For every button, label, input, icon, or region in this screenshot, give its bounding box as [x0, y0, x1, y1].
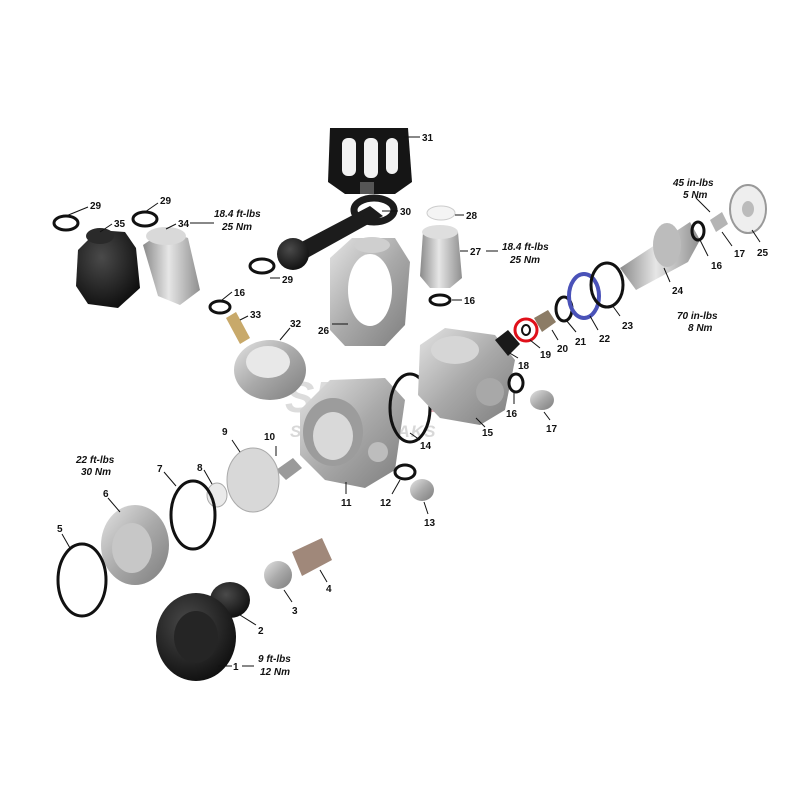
- label-21: 21: [575, 337, 587, 348]
- part-33-screw: [226, 312, 250, 344]
- label-6: 6: [103, 489, 109, 500]
- part-16-oring-d: [507, 372, 525, 394]
- label-20: 20: [557, 344, 569, 355]
- part-5-oring: [56, 542, 108, 618]
- label-34: 34: [178, 219, 190, 230]
- label-29-b: 29: [160, 196, 172, 207]
- torque-25-inlbs: 45 in-lbs: [672, 178, 714, 189]
- label-22: 22: [599, 334, 611, 345]
- label-17-a: 17: [734, 249, 746, 260]
- label-33: 33: [250, 310, 262, 321]
- label-1: 1: [233, 662, 239, 673]
- label-24: 24: [672, 286, 684, 297]
- part-4-spring: [292, 538, 332, 576]
- torque-27-nm: 25 Nm: [509, 255, 540, 266]
- torque-34-nm: 25 Nm: [221, 222, 252, 233]
- label-17-b: 17: [546, 424, 558, 435]
- torque-specs: 18.4 ft-lbs 25 Nm 18.4 ft-lbs 25 Nm 45 i…: [75, 178, 718, 678]
- label-12: 12: [380, 498, 392, 509]
- part-17-plug-b: [530, 390, 554, 410]
- label-29-c: 29: [282, 275, 294, 286]
- label-2: 2: [258, 626, 264, 637]
- torque-27-ftlbs: 18.4 ft-lbs: [502, 242, 549, 253]
- label-16-c: 16: [711, 261, 723, 272]
- part-3-piston: [264, 561, 292, 589]
- torque-34-ftlbs: 18.4 ft-lbs: [214, 209, 261, 220]
- part-24-valve: [620, 222, 700, 290]
- torque-25-nm: 5 Nm: [683, 190, 708, 201]
- label-4: 4: [326, 584, 332, 595]
- label-18: 18: [518, 361, 530, 372]
- part-16-oring-a: [208, 299, 232, 315]
- part-30-strap: [277, 194, 398, 270]
- torque-6-nm: 30 Nm: [81, 467, 111, 478]
- torque-1-nm: 12 Nm: [260, 667, 290, 678]
- label-29-a: 29: [90, 201, 102, 212]
- label-5: 5: [57, 524, 63, 535]
- torque-24-nm: 8 Nm: [688, 323, 713, 334]
- part-6-ring: [101, 505, 169, 585]
- label-32: 32: [290, 319, 302, 330]
- part-13-plug: [410, 479, 434, 501]
- part-29-oring-c: [248, 257, 276, 275]
- part-16-oring-b: [428, 293, 452, 307]
- label-26: 26: [318, 326, 330, 337]
- part-32-nut: [234, 340, 306, 400]
- label-25: 25: [757, 248, 769, 259]
- label-30: 30: [400, 207, 412, 218]
- label-23: 23: [622, 321, 634, 332]
- label-16-d: 16: [506, 409, 518, 420]
- part-7-oring: [169, 479, 217, 551]
- label-7: 7: [157, 464, 163, 475]
- part-12-oring: [393, 463, 417, 481]
- label-11: 11: [341, 498, 352, 509]
- label-16-b: 16: [464, 296, 476, 307]
- part-31-cage: [328, 128, 412, 194]
- part-10-pin: [276, 458, 302, 480]
- part-18-bolt: [495, 330, 520, 356]
- label-14: 14: [420, 441, 432, 452]
- label-13: 13: [424, 518, 436, 529]
- part-15-turret: [418, 328, 515, 425]
- part-19-oring: [521, 324, 531, 336]
- part-11-body: [300, 378, 405, 488]
- label-3: 3: [292, 606, 298, 617]
- part-28-disc: [426, 205, 456, 221]
- part-17-plug-a: [710, 212, 728, 232]
- part-23-oring: [589, 261, 625, 309]
- part-35-cap: [76, 228, 140, 308]
- part-9-filter-disc: [226, 447, 280, 513]
- part-29-oring-b: [131, 210, 159, 228]
- part-22-blue-ring: [567, 272, 601, 320]
- part-25-handwheel: [729, 184, 767, 234]
- torque-1-ftlbs: 9 ft-lbs: [258, 654, 291, 665]
- part-19-highlight-ring: [513, 317, 539, 343]
- torque-24-inlbs: 70 in-lbs: [677, 311, 718, 322]
- callouts: 31 30 28 27 16 26 29 29 29 35 34 16 33 3…: [57, 133, 769, 673]
- torque-6-ftlbs: 22 ft-lbs: [75, 455, 115, 466]
- part-26-yoke: [330, 237, 410, 346]
- part-14-oring: [388, 372, 432, 444]
- part-27-plug: [420, 225, 462, 288]
- part-29-oring-a: [52, 214, 80, 232]
- label-9: 9: [222, 427, 228, 438]
- label-27: 27: [470, 247, 482, 258]
- part-20-seat: [534, 310, 556, 332]
- label-16-a: 16: [234, 288, 246, 299]
- label-19: 19: [540, 350, 552, 361]
- label-35: 35: [114, 219, 126, 230]
- part-34-filter: [143, 227, 200, 305]
- label-8: 8: [197, 463, 203, 474]
- label-10: 10: [264, 432, 276, 443]
- label-15: 15: [482, 428, 494, 439]
- part-16-oring-c: [690, 220, 706, 242]
- part-1-cap: [156, 593, 236, 681]
- label-31: 31: [422, 133, 434, 144]
- label-28: 28: [466, 211, 478, 222]
